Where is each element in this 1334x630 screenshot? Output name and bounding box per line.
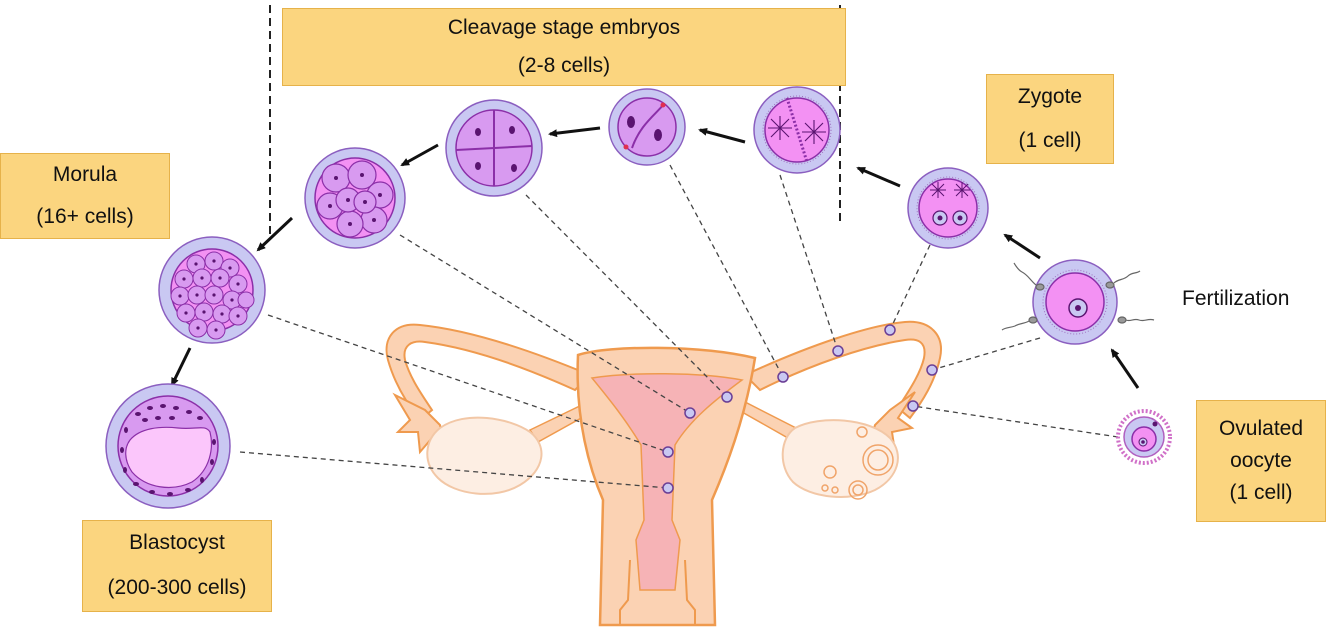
arrow-8cell-to-morula	[256, 216, 294, 252]
ovulated-oocyte-cell	[1116, 409, 1172, 465]
zygote-label-title: Zygote	[1017, 84, 1083, 108]
zygote-label: Zygote (1 cell)	[986, 74, 1114, 164]
trajectory-lines	[239, 164, 1119, 489]
right-fallopian-tube	[743, 320, 942, 420]
cleavage-label-title: Cleavage stage embryos	[447, 15, 681, 39]
four-cell-embryo	[445, 99, 543, 197]
oocyte-label-title-2: oocyte	[1230, 448, 1292, 472]
arrow-morula-to-blastocyst	[170, 347, 192, 387]
uterine-cavity	[590, 372, 744, 591]
oocyte-label-title-1: Ovulated	[1218, 416, 1304, 440]
morula-label: Morula (16+ cells)	[0, 153, 170, 239]
morula-label-title: Morula	[52, 162, 118, 186]
arrow-4cell-to-8cell	[400, 143, 439, 167]
cleavage-bracket	[269, 5, 841, 235]
first-division-cell	[753, 86, 841, 174]
arrow-fertilization-to-zygote	[1003, 233, 1041, 260]
eight-cell-embryo	[304, 147, 406, 249]
arrow-2cell-to-4cell	[548, 126, 601, 138]
two-cell-embryo	[608, 88, 686, 166]
zygote-cell	[907, 167, 989, 249]
arrow-oocyte-to-fertilization	[1110, 348, 1140, 389]
blastocoel-cavity	[125, 426, 213, 489]
left-ovary	[426, 416, 543, 495]
blastocyst-label-count: (200-300 cells)	[107, 576, 247, 600]
zygote-label-count: (1 cell)	[1018, 128, 1082, 152]
blastocyst-label: Blastocyst (200-300 cells)	[82, 520, 272, 612]
cervix-canal	[619, 559, 696, 625]
uterus	[385, 320, 942, 627]
right-ovary	[781, 419, 899, 498]
blastocyst-embryo	[105, 383, 231, 509]
morula-embryo	[158, 236, 266, 344]
arrow-zygote-to-pronuclear	[856, 166, 901, 188]
fertilization-label: Fertilization	[1182, 287, 1289, 310]
blastocyst-label-title: Blastocyst	[129, 531, 225, 555]
cleavage-label-count: (2-8 cells)	[517, 53, 611, 77]
ovarian-follicles	[821, 426, 894, 500]
arrow-pronuclear-to-2cell	[698, 127, 746, 144]
fertilization-cell	[1032, 259, 1118, 345]
development-arrows	[170, 126, 1140, 389]
oocyte-label: Ovulated oocyte (1 cell)	[1196, 400, 1326, 522]
oocyte-label-count: (1 cell)	[1229, 481, 1293, 505]
sperm-cells	[1001, 262, 1155, 331]
tract-position-dots	[662, 324, 938, 494]
cleavage-label: Cleavage stage embryos (2-8 cells)	[282, 8, 846, 86]
morula-label-count: (16+ cells)	[36, 204, 134, 228]
